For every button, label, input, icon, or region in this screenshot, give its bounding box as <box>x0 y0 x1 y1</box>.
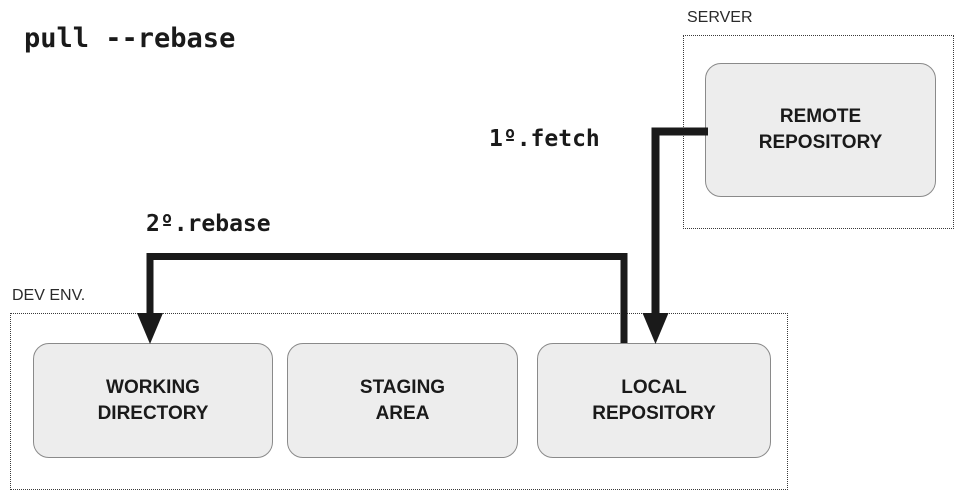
node-remote-repository[interactable]: REMOTE REPOSITORY <box>705 63 936 197</box>
diagram-title: pull --rebase <box>24 23 236 54</box>
node-working-directory[interactable]: WORKING DIRECTORY <box>33 343 273 458</box>
step-label-rebase: 2º.rebase <box>146 211 271 237</box>
server-group-label: SERVER <box>687 9 753 26</box>
step-label-fetch: 1º.fetch <box>489 126 600 152</box>
node-staging-area[interactable]: STAGING AREA <box>287 343 518 458</box>
dev-env-group-label: DEV ENV. <box>12 287 86 304</box>
node-local-repository[interactable]: LOCAL REPOSITORY <box>537 343 771 458</box>
